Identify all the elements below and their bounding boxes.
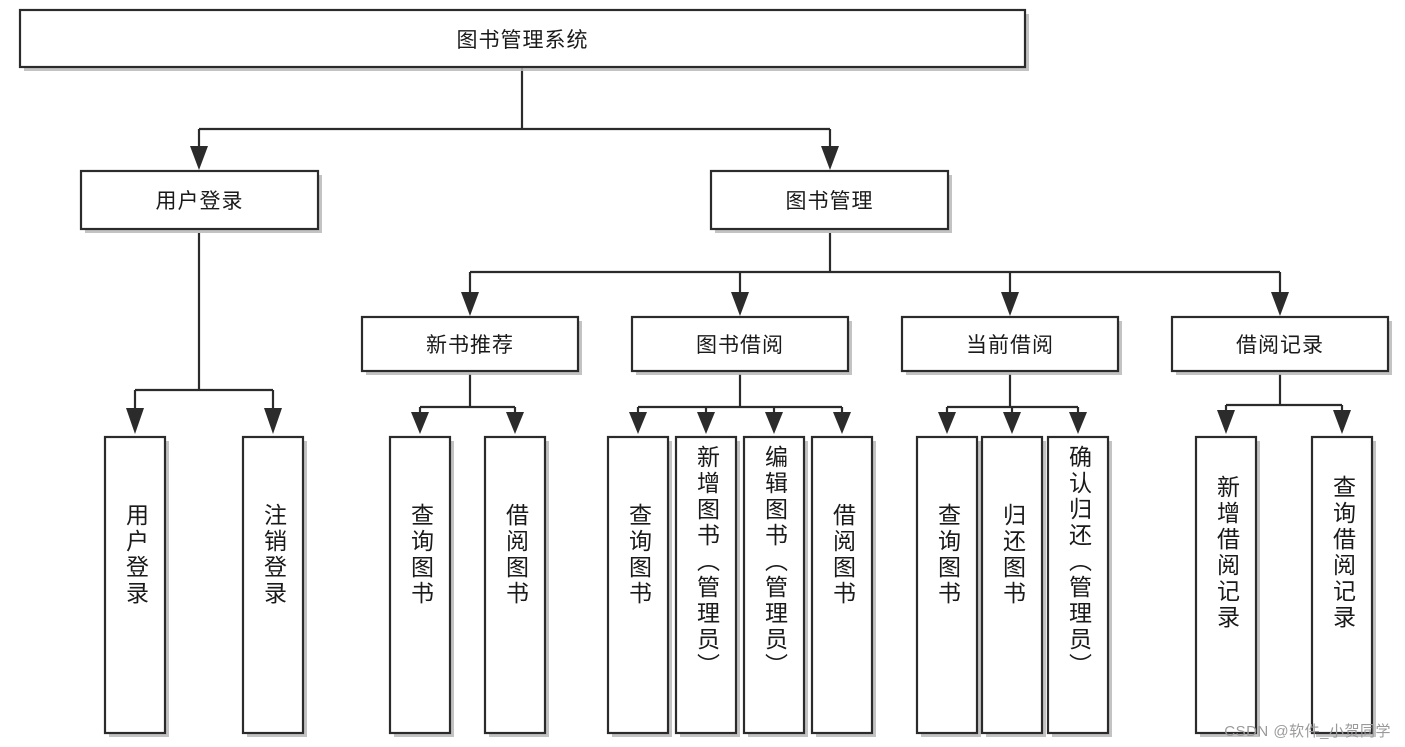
- leaf-box-borrow-query[interactable]: [606, 435, 670, 735]
- leaf-box-user-login[interactable]: [103, 435, 167, 735]
- arrow-to-book-borrow: [731, 292, 749, 316]
- arrow-borrow-add: [697, 412, 715, 434]
- book-manage-node-box[interactable]: [709, 169, 950, 231]
- arrow-user-logout: [264, 408, 282, 434]
- arrow-current-return: [1003, 412, 1021, 434]
- arrow-newbook-borrow: [506, 412, 524, 434]
- node-box-group: [18, 8, 1392, 737]
- arrow-to-borrow-record: [1271, 292, 1289, 316]
- arrow-record-query: [1333, 410, 1351, 434]
- arrow-borrow-query: [629, 412, 647, 434]
- leaf-box-user-logout[interactable]: [241, 435, 305, 735]
- arrow-root-to-book: [821, 146, 839, 170]
- leaf-box-newbook-borrow[interactable]: [483, 435, 547, 735]
- arrow-root-to-user: [190, 146, 208, 170]
- borrow-record-node-box[interactable]: [1170, 315, 1390, 373]
- csdn-watermark: CSDN @软件_小贺同学: [1224, 723, 1391, 740]
- book-borrow-node-box[interactable]: [630, 315, 850, 373]
- current-borrow-node-box[interactable]: [900, 315, 1120, 373]
- arrow-user-login: [126, 408, 144, 434]
- root-node-box[interactable]: [18, 8, 1027, 69]
- arrow-current-query: [938, 412, 956, 434]
- arrow-to-new-book: [461, 292, 479, 316]
- leaf-box-record-query[interactable]: [1310, 435, 1374, 735]
- user-login-node-box[interactable]: [79, 169, 320, 231]
- arrow-current-confirm: [1069, 412, 1087, 434]
- leaf-box-borrow-edit[interactable]: [742, 435, 806, 735]
- leaf-box-borrow-add[interactable]: [674, 435, 738, 735]
- leaf-box-newbook-query[interactable]: [388, 435, 452, 735]
- new-book-node-box[interactable]: [360, 315, 580, 373]
- arrow-to-current-borrow: [1001, 292, 1019, 316]
- leaf-box-current-query[interactable]: [915, 435, 979, 735]
- leaf-box-borrow-lend[interactable]: [810, 435, 874, 735]
- connector-group: [126, 68, 1351, 434]
- leaf-box-current-return[interactable]: [980, 435, 1044, 735]
- arrow-borrow-lend: [833, 412, 851, 434]
- leaf-box-current-confirm[interactable]: [1046, 435, 1110, 735]
- arrow-record-add: [1217, 410, 1235, 434]
- arrow-newbook-query: [411, 412, 429, 434]
- leaf-box-record-add[interactable]: [1194, 435, 1258, 735]
- arrow-borrow-edit: [765, 412, 783, 434]
